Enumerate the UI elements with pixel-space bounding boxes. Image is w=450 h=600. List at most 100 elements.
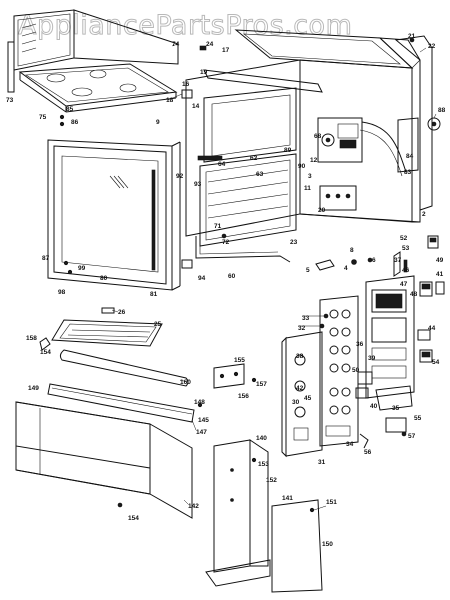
burner-4 [119,83,137,93]
part-label-99: 99 [78,265,86,272]
part-label-154-bottom: 154 [128,515,139,522]
oven-door-window [61,155,159,273]
part-label-140: 140 [256,435,267,442]
part-label-62: 62 [250,155,258,162]
part-label-160: 160 [180,379,191,386]
part-label-39: 39 [368,355,376,362]
thermostat-dial [321,133,335,147]
part-label-156: 156 [238,393,249,400]
side-panel-150 [271,499,323,593]
part-label-55: 55 [414,415,422,422]
part-label-22: 22 [428,43,436,50]
hinge-55 [385,417,407,433]
part-label-60: 60 [228,273,236,280]
clip-37 [393,251,401,277]
mount-bracket [375,385,413,411]
drawer-back-wall [15,401,151,469]
part-label-5: 5 [306,267,310,274]
part-label-11: 11 [304,185,311,192]
front-frame [185,59,301,237]
relay-38 [357,371,373,385]
storage-drawer [15,401,193,519]
part-label-150: 150 [322,541,333,548]
part-label-71: 71 [214,223,222,230]
drawer-slide-bracket [213,363,257,389]
part-label-153: 153 [258,461,269,468]
part-label-147: 147 [196,429,207,436]
slide-bracket [213,363,245,389]
part-label-152: 152 [266,477,277,484]
part-label-16: 16 [182,81,190,88]
part-label-63: 63 [256,171,264,178]
knob-45 [294,380,306,392]
part-label-36: 36 [356,341,364,348]
bracket-5 [315,259,335,271]
part-label-19: 19 [200,69,208,76]
small-components-right [315,235,445,297]
latch-94 [181,259,193,269]
control-backbox [285,331,323,457]
part-label-47: 47 [400,281,408,288]
drawer-rod [59,349,189,387]
part-label-87: 87 [42,255,50,262]
switch-54 [419,349,433,363]
part-label-18: 18 [166,97,174,104]
part-label-57: 57 [408,433,416,440]
part-label-89: 89 [284,147,292,154]
part-label-81: 81 [150,291,158,298]
upper-oven-cavity [203,87,297,163]
part-label-31: 31 [318,459,326,466]
part-label-75: 75 [39,114,47,121]
part-label-25: 25 [154,321,162,328]
part-label-98: 98 [58,289,66,296]
part-label-37: 37 [394,257,402,264]
drawer-side-panels [205,439,323,593]
part-label-83: 83 [404,169,412,176]
door-handle [151,169,156,271]
part-label-72: 72 [222,239,230,246]
vent-bar [203,69,323,93]
base-foot [205,559,271,587]
burner-1 [46,73,66,83]
part-label-93: 93 [194,181,202,188]
terminal-block [319,185,357,211]
part-label-4: 4 [344,265,348,272]
part-label-80: 80 [100,275,108,282]
part-label-8: 8 [350,247,354,254]
drawer-rail [47,383,195,423]
part-label-24: 24 [206,41,214,48]
switch-41 [419,281,433,297]
part-label-158: 158 [26,335,37,342]
part-label-154: 154 [40,349,51,356]
clip-56 [359,433,369,449]
part-label-42: 42 [296,385,304,392]
part-label-64: 64 [218,161,226,168]
part-label-21: 21 [408,33,416,40]
rear-cover [394,35,433,211]
part-label-94: 94 [198,275,206,282]
drawer-components [39,307,203,423]
screw-32 [319,323,325,329]
part-label-52: 52 [400,235,408,242]
part-label-34: 34 [346,441,354,448]
clock-display [371,289,407,313]
part-label-68: 68 [314,133,322,140]
part-label-54: 54 [432,359,440,366]
drawer-side [149,423,193,519]
part-label-151: 151 [326,499,337,506]
relay-39 [355,387,369,399]
cooktop-lid-inner [17,13,71,67]
timer-panel [365,275,415,399]
bake-element [195,236,291,263]
part-label-45: 45 [304,395,312,402]
part-label-26: 26 [118,309,126,316]
part-label-148: 148 [194,399,205,406]
part-label-88: 88 [438,107,446,114]
part-label-86: 86 [71,119,79,126]
cooktop-glass [73,9,179,65]
part-label-157: 157 [256,381,267,388]
part-label-149: 149 [28,385,39,392]
leader-lines [111,43,437,511]
part-label-40: 40 [370,403,378,410]
control-plate [319,295,359,447]
